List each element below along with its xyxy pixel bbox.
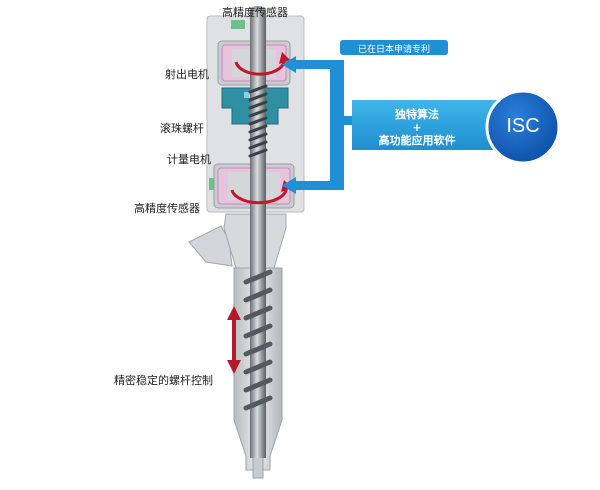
patent-badge-text: 已在日本申请专利 <box>357 45 430 55</box>
isc-panel-plus: + <box>412 121 422 134</box>
signal-connectors <box>282 56 358 194</box>
isc-badge <box>485 89 561 165</box>
screw-travel-arrow <box>227 306 241 374</box>
ball-screw-label: 滚珠螺杆 <box>160 122 204 135</box>
isc-panel <box>352 100 527 150</box>
hopper <box>188 225 233 267</box>
isc-badge-text: ISC <box>506 115 540 137</box>
isc-panel-text: 独特算法 + 高功能应用软件 <box>352 108 482 147</box>
top-sensor-label: 高精度传感器 <box>222 6 288 19</box>
bottom-sensor-label: 高精度传感器 <box>134 202 200 215</box>
metering-motor-label: 计量电机 <box>167 153 211 166</box>
nozzle <box>252 455 264 479</box>
isc-panel-line1: 独特算法 <box>395 108 439 121</box>
ball-screw-threads <box>248 84 268 158</box>
screw-control-label: 精密稳定的螺杆控制 <box>114 374 213 387</box>
injection-motor-label: 射出电机 <box>165 68 209 81</box>
isc-panel-line2: 高功能应用软件 <box>378 134 456 147</box>
patent-tag <box>340 40 448 55</box>
top-sensor-block <box>231 20 245 29</box>
screw-flights <box>243 269 273 411</box>
